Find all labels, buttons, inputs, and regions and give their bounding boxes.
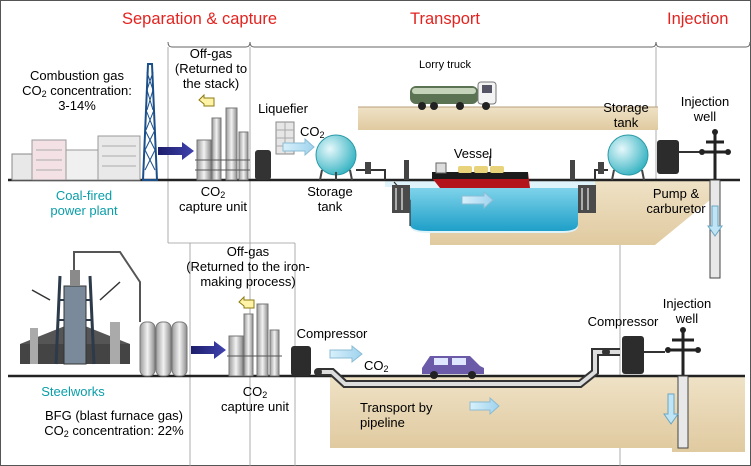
bfg-arrow <box>191 341 226 359</box>
pump <box>657 140 679 174</box>
pipeline-arrow <box>469 396 500 416</box>
capture-unit-top <box>195 107 250 181</box>
gas-holders <box>139 321 188 377</box>
co2-flow-label-top: CO2 <box>300 124 325 140</box>
header-injection: Injection <box>667 10 729 28</box>
capture-unit-bottom <box>227 303 282 377</box>
storage-tank-left <box>315 134 357 181</box>
offgas-arrow-bottom <box>238 295 255 309</box>
ship-arrow <box>461 190 494 210</box>
injection-well-top-label: Injection well <box>680 94 730 124</box>
vessel-label: Vessel <box>453 146 493 161</box>
compressor-left-label: Compressor <box>296 326 368 341</box>
vessel <box>432 156 530 188</box>
co2-flow-label-bottom: CO2 <box>364 358 389 374</box>
steelworks-label: Steelworks <box>41 384 105 399</box>
co2-arrow-top <box>282 137 315 157</box>
plant-label: Coal-fired power plant <box>50 188 118 218</box>
combustion-gas-label: Combustion gas CO2 concentration: 3-14% <box>22 68 132 113</box>
water-basin <box>410 188 578 231</box>
storage-tank-left-label: Storage tank <box>307 184 353 214</box>
storage-tank-right <box>607 134 649 181</box>
offgas-label-bottom: Off-gas (Returned to the iron- making pr… <box>186 244 310 289</box>
offgas-arrow-top <box>198 93 215 107</box>
power-plant <box>11 63 159 181</box>
liquefier-box <box>255 150 271 180</box>
compressor-right-label: Compressor <box>587 314 659 329</box>
header-separation: Separation & capture <box>122 10 278 28</box>
lorry-truck <box>410 81 497 110</box>
injection-well-bottom-label: Injection well <box>662 296 712 326</box>
bfg-label: BFG (blast furnace gas) CO2 concentratio… <box>44 408 184 439</box>
capture-unit-bottom-label: CO2 capture unit <box>221 384 289 414</box>
injection-arrow-bottom <box>663 393 679 425</box>
well-pipe-bottom <box>677 375 689 449</box>
pipeline-label: Transport by pipeline <box>360 400 433 430</box>
co2-arrow-bottom <box>329 344 363 364</box>
offgas-label-top: Off-gas (Returned to the stack) <box>174 46 248 91</box>
pump-label: Pump & carburetor <box>646 186 706 216</box>
steelworks <box>20 251 141 365</box>
compressor-left-box <box>291 346 311 376</box>
storage-tank-right-label: Storage tank <box>603 100 649 130</box>
header-transport: Transport <box>410 10 480 28</box>
lorry-truck-label: Lorry truck <box>419 59 471 71</box>
wellhead-bottom <box>668 330 698 376</box>
section-brackets <box>167 41 751 48</box>
liquefier-label: Liquefier <box>258 101 308 116</box>
compressor-right-box <box>622 336 644 374</box>
flue-gas-arrow <box>158 142 194 160</box>
injection-arrow-top <box>707 205 723 237</box>
car <box>422 356 484 379</box>
capture-unit-top-label: CO2 capture unit <box>179 184 247 214</box>
lorry-road <box>358 107 658 130</box>
wellhead-top <box>702 132 728 180</box>
